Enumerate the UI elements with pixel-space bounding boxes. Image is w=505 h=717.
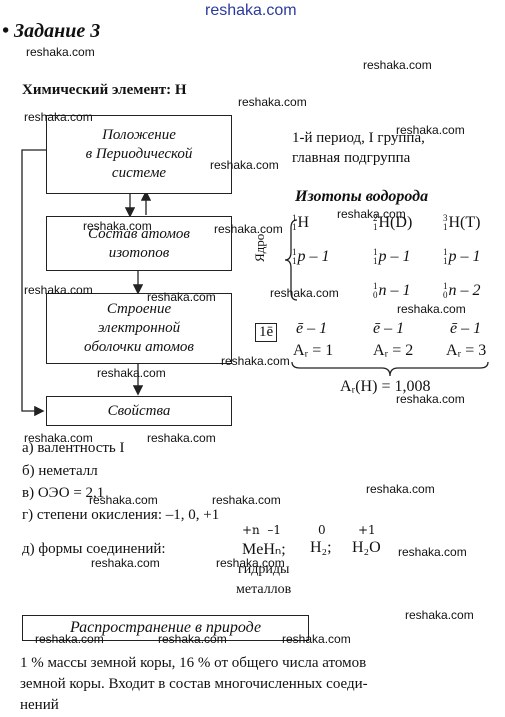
ox-state-3: +1 <box>358 523 376 537</box>
watermark: reshaka.com <box>397 302 466 316</box>
watermark: reshaka.com <box>35 632 104 646</box>
watermark: reshaka.com <box>83 219 152 233</box>
electrons-3: ē – 1 <box>450 320 482 337</box>
watermark: reshaka.com <box>158 632 227 646</box>
mass-1: Aᵣ = 1 <box>293 342 334 359</box>
electrons-1: ē – 1 <box>296 320 328 337</box>
watermark: reshaka.com <box>216 556 285 570</box>
watermark: reshaka.com <box>24 283 93 297</box>
site-logo[interactable]: reshaka.com <box>205 2 297 19</box>
watermark: reshaka.com <box>221 354 290 368</box>
element-heading: Химический элемент: Н <box>22 82 187 98</box>
watermark: reshaka.com <box>147 290 216 304</box>
mass-total: Aᵣ(H) = 1,008 <box>340 378 431 395</box>
period-line-2: главная подгруппа <box>292 150 411 166</box>
distribution-paragraph: 1 % массы земной коры, 16 % от общего чи… <box>20 653 490 716</box>
paragraph-line-1: 1 % массы земной коры, 16 % от общего чи… <box>20 655 367 671</box>
watermark: reshaka.com <box>91 556 160 570</box>
watermark: reshaka.com <box>238 95 307 109</box>
ox-state-2: 0 <box>318 523 326 537</box>
watermark: reshaka.com <box>282 632 351 646</box>
property-a: а) валентность I <box>22 440 125 456</box>
mass-2: Aᵣ = 2 <box>373 342 414 359</box>
watermark: reshaka.com <box>24 431 93 445</box>
period-line-1: 1-й период, I группа, <box>292 130 425 146</box>
mass-3: Aᵣ = 3 <box>446 342 487 359</box>
paragraph-line-3: нений <box>20 697 59 713</box>
watermark: reshaka.com <box>405 608 474 622</box>
watermark: reshaka.com <box>363 58 432 72</box>
box-properties: Свойства <box>46 396 232 426</box>
watermark: reshaka.com <box>398 545 467 559</box>
watermark: reshaka.com <box>97 366 166 380</box>
formula-hydrogen: H₂; <box>310 539 332 556</box>
isotopes-title: Изотопы водорода <box>295 188 429 205</box>
nucleus-label: Ядро <box>252 233 267 262</box>
watermark: reshaka.com <box>214 222 283 236</box>
watermark: reshaka.com <box>212 493 281 507</box>
section-title-box: Распространение в природе <box>22 615 309 641</box>
watermark: reshaka.com <box>26 45 95 59</box>
property-b: б) неметалл <box>22 463 98 479</box>
watermark: reshaka.com <box>24 110 93 124</box>
task-title: • Задание 3 <box>2 20 101 42</box>
electrons-2: ē – 1 <box>373 320 405 337</box>
electron-count-box: 1ē <box>255 323 278 342</box>
box-isotopes: Состав атомов изотопов <box>46 216 232 271</box>
forms-note-2: металлов <box>236 582 292 597</box>
forms-label: д) формы соединений: <box>22 541 166 557</box>
paragraph-line-2: земной коры. Входит в состав многочислен… <box>20 676 368 692</box>
watermark: reshaka.com <box>337 207 406 221</box>
forms-note-1: гидриды <box>238 562 290 577</box>
section-title: Распространение в природе <box>69 619 262 636</box>
watermark: reshaka.com <box>210 158 279 172</box>
ox-state-1: +n –1 <box>242 523 282 537</box>
watermark: reshaka.com <box>396 392 465 406</box>
property-c: в) ОЭО = 2,1 <box>22 485 105 501</box>
property-d: г) степени окисления: –1, 0, +1 <box>22 507 220 523</box>
watermark: reshaka.com <box>270 286 339 300</box>
formula-water: H₂O <box>352 539 381 556</box>
formula-hydride: MeHₙ; <box>242 541 286 558</box>
box-position: Положение в Периодической системе <box>46 115 232 194</box>
watermark: reshaka.com <box>89 493 158 507</box>
box-shell: Строение электронной оболочки атомов <box>46 293 232 364</box>
watermark: reshaka.com <box>366 482 435 496</box>
watermark: reshaka.com <box>147 431 216 445</box>
watermark: reshaka.com <box>396 123 465 137</box>
